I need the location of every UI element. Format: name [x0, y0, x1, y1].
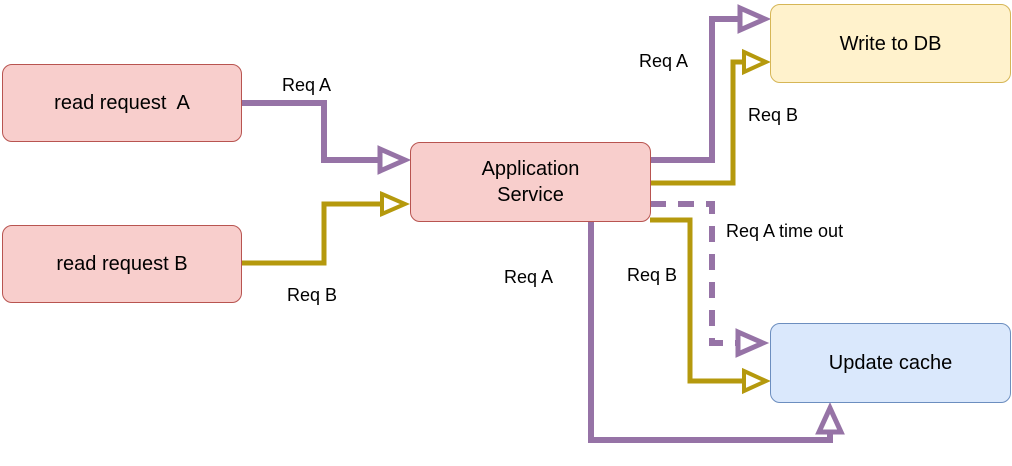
arrowhead-req-a-timeout-cache: [735, 328, 770, 358]
arrowhead-req-b-service: [380, 190, 411, 218]
node-read-request-b-label: read request B: [56, 253, 188, 275]
edge-req-b-to-db: [650, 59, 744, 186]
node-read-request-a-label: read request A: [54, 92, 190, 114]
arrowhead-req-b-db: [742, 48, 771, 76]
node-write-to-db-label: Write to DB: [839, 32, 942, 55]
arrowhead-req-b-cache: [742, 367, 771, 395]
label-req-a-db: Req A: [639, 51, 689, 71]
label-req-b-db: Req B: [748, 105, 799, 125]
label-req-a-in: Req A: [282, 75, 332, 95]
edge-req-a-timeout-to-cache: [650, 201, 738, 346]
node-read-request-b: read request B: [2, 225, 242, 303]
label-req-a-timeout: Req A time out: [726, 221, 844, 241]
node-update-cache: Update cache: [770, 323, 1011, 403]
node-read-request-a: read request A: [2, 64, 242, 142]
arrowhead-req-a-cache-bottom: [815, 401, 845, 435]
arrowhead-req-a-service: [377, 145, 412, 175]
node-application-service-line2: Service: [497, 184, 564, 206]
arrowhead-req-a-db: [737, 4, 772, 34]
node-application-service-line1: Application: [481, 158, 580, 180]
node-write-to-db: Write to DB: [770, 4, 1011, 83]
edge-req-a-to-cache-bottom: [588, 222, 833, 443]
node-update-cache-label: Update cache: [828, 352, 953, 374]
edge-req-a-to-service: [242, 100, 380, 163]
label-req-b-in: Req B: [287, 285, 338, 305]
edge-req-b-to-cache: [650, 217, 744, 384]
edge-req-a-to-db: [650, 16, 740, 163]
node-application-service: Application Service: [410, 142, 651, 222]
edge-req-b-to-service: [242, 201, 382, 266]
label-req-b-cache: Req B: [627, 265, 678, 285]
label-req-a-cache: Req A: [504, 267, 554, 287]
